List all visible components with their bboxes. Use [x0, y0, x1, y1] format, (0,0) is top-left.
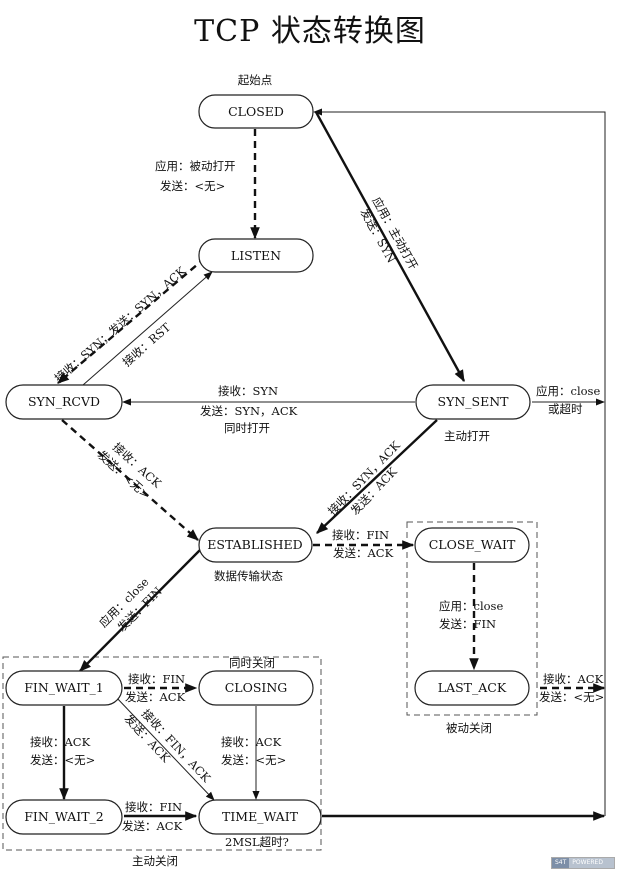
- finwait1-timewait-labels: 接收：FIN，ACK 发送：ACK: [122, 706, 214, 785]
- simultaneous-close-label: 同时关闭: [229, 656, 275, 670]
- finwait1-finwait2-label-2: 发送：<无>: [30, 753, 95, 767]
- state-syn-rcvd: SYN_RCVD: [5, 384, 123, 420]
- svg-text:LISTEN: LISTEN: [231, 248, 281, 263]
- established-to-finwait1-arrow: [79, 549, 201, 672]
- synsent-synrcvd-label-1: 接收：SYN: [218, 384, 278, 398]
- closewait-lastack-label-1: 应用：close: [439, 599, 503, 613]
- svg-text:接收：RST: 接收：RST: [120, 320, 174, 369]
- loop-to-closed-arrow: [313, 108, 606, 816]
- finwait1-closing-label-2: 发送：ACK: [125, 690, 186, 704]
- listen-synrcvd-labels: 接收：SYN；发送：SYN，ACK: [52, 264, 189, 386]
- active-open-label: 主动打开: [444, 429, 490, 443]
- svg-text:SYN_SENT: SYN_SENT: [438, 394, 510, 409]
- passive-close-region: [406, 521, 538, 716]
- synrcvd-listen-labels: 接收：RST: [120, 320, 174, 369]
- established-closewait-label-1: 接收：FIN: [332, 528, 389, 542]
- svg-text:LAST_ACK: LAST_ACK: [438, 680, 507, 695]
- svg-text:接收：SYN；发送：SYN，ACK: 接收：SYN；发送：SYN，ACK: [52, 264, 189, 386]
- timeout-2msl-label: 2MSL超时?: [225, 835, 289, 849]
- finwait1-closing-label-1: 接收：FIN: [128, 672, 185, 686]
- established-finwait1-labels: 应用：close 发送：FIN: [96, 575, 165, 635]
- page-title: TCP 状态转换图: [194, 14, 426, 49]
- closed-synsent-labels: 应用：主动打开 发送：SYN: [357, 195, 420, 272]
- svg-text:SYN_RCVD: SYN_RCVD: [28, 394, 100, 409]
- start-point-label: 起始点: [238, 73, 273, 87]
- synrcvd-to-listen-arrow: [82, 271, 213, 386]
- active-close-region: [2, 656, 322, 851]
- synsent-close-label-2: 或超时: [548, 402, 583, 416]
- state-syn-sent: SYN_SENT: [415, 384, 531, 420]
- closing-timewait-label-1: 接收：ACK: [221, 735, 282, 749]
- synrcvd-established-labels: 接收：ACK 发送：<无>: [95, 440, 165, 502]
- svg-text:CLOSE_WAIT: CLOSE_WAIT: [429, 537, 516, 552]
- state-close-wait: CLOSE_WAIT: [414, 527, 530, 563]
- state-time-wait: TIME_WAIT: [198, 799, 322, 835]
- state-listen: LISTEN: [198, 238, 314, 273]
- svg-text:FIN_WAIT_2: FIN_WAIT_2: [24, 809, 104, 824]
- synsent-to-established-arrow: [316, 419, 438, 534]
- listen-to-synrcvd-arrow: [57, 257, 206, 384]
- badge-left-text: S4T: [552, 858, 570, 868]
- closed-listen-label-2: 发送：<无>: [160, 179, 225, 193]
- finwait1-finwait2-label-1: 接收：ACK: [30, 735, 91, 749]
- svg-text:ESTABLISHED: ESTABLISHED: [207, 537, 302, 552]
- svg-text:FIN_WAIT_1: FIN_WAIT_1: [24, 680, 104, 695]
- state-fin-wait-1: FIN_WAIT_1: [5, 670, 123, 706]
- closed-to-synsent-arrow: [314, 111, 466, 383]
- synsent-synrcvd-label-2: 发送：SYN，ACK: [200, 404, 298, 418]
- svg-text:CLOSED: CLOSED: [228, 104, 284, 119]
- state-closing: CLOSING: [198, 670, 314, 706]
- synsent-close-label-1: 应用：close: [536, 384, 600, 398]
- state-closed: CLOSED: [198, 94, 314, 129]
- lastack-closed-label-2: 发送：<无>: [539, 690, 604, 704]
- data-transfer-label: 数据传输状态: [214, 569, 283, 583]
- powered-badge: S4T POWERED: [551, 857, 615, 869]
- state-last-ack: LAST_ACK: [414, 670, 530, 706]
- closing-timewait-label-2: 发送：<无>: [221, 753, 286, 767]
- svg-text:CLOSING: CLOSING: [225, 680, 288, 695]
- lastack-closed-label-1: 接收：ACK: [543, 672, 604, 686]
- passive-close-label: 被动关闭: [446, 721, 492, 735]
- state-fin-wait-2: FIN_WAIT_2: [5, 799, 123, 835]
- state-established: ESTABLISHED: [198, 527, 313, 563]
- closed-listen-label-1: 应用：被动打开: [155, 159, 236, 173]
- synrcvd-to-established-arrow: [61, 419, 199, 541]
- established-closewait-label-2: 发送：ACK: [333, 546, 394, 560]
- finwait1-to-timewait-arrow: [114, 695, 215, 801]
- svg-text:TIME_WAIT: TIME_WAIT: [222, 809, 299, 824]
- closewait-lastack-label-2: 发送：FIN: [439, 617, 496, 631]
- finwait2-timewait-label-2: 发送：ACK: [122, 819, 183, 833]
- badge-right-text: POWERED: [569, 858, 614, 868]
- finwait2-timewait-label-1: 接收：FIN: [125, 800, 182, 814]
- synsent-synrcvd-label-3: 同时打开: [224, 421, 270, 435]
- active-close-label: 主动关闭: [132, 854, 178, 868]
